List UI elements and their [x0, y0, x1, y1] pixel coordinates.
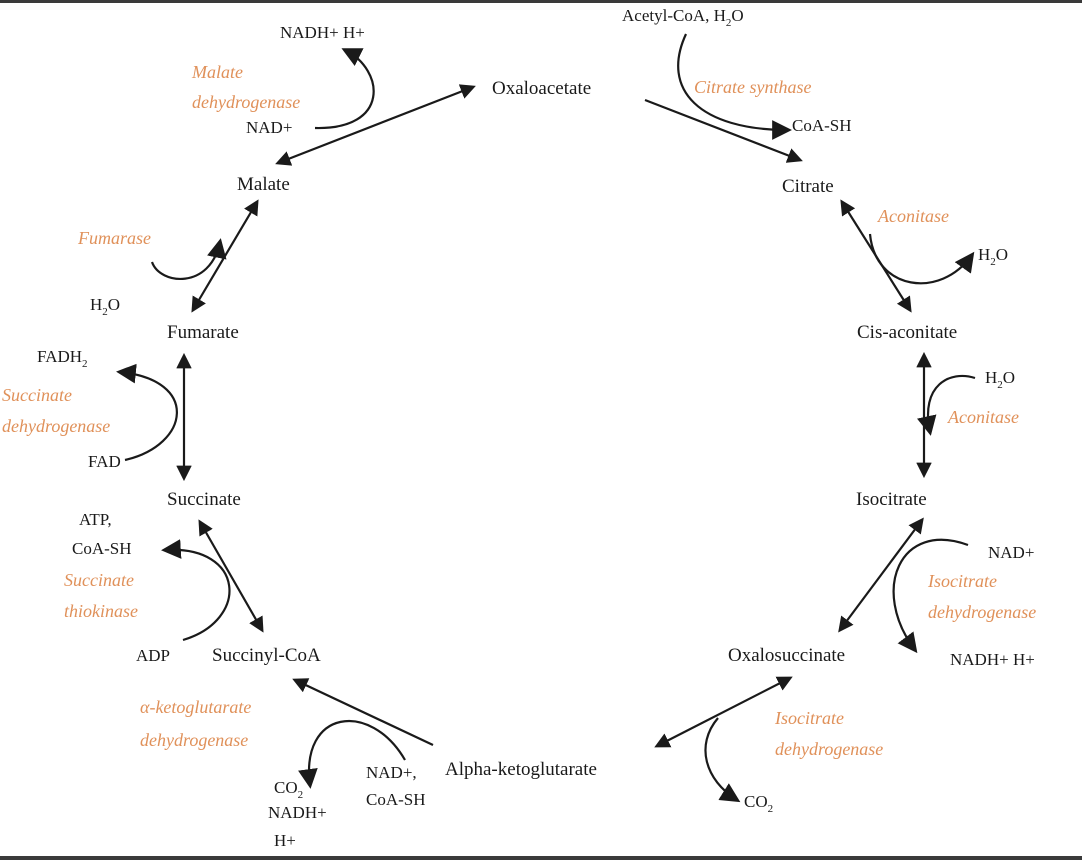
- h2o-fumarase-label: H2O: [90, 295, 120, 318]
- succinate-label: Succinate: [167, 489, 241, 510]
- top-border: [0, 0, 1082, 3]
- nadh-malate-label: NADH+ H+: [280, 23, 365, 42]
- succinate-dh-cofactor-arc: [116, 363, 178, 462]
- malate-label: Malate: [237, 174, 290, 195]
- nadh-isocitrate-label: NADH+ H+: [950, 650, 1035, 669]
- citrate-label: Citrate: [782, 176, 834, 197]
- aconitase1-water-arc: [868, 233, 975, 285]
- fumarase-water-arc: [150, 238, 227, 280]
- acetyl-coa-h2o-label: Acetyl-CoA, H2O: [622, 6, 744, 29]
- oxalosuccinate-co2-arc: [704, 717, 741, 803]
- h2o-aconitase2-label: H2O: [985, 368, 1015, 391]
- co2-akg-label: CO2: [274, 778, 303, 801]
- akg-dh-label-line2: dehydrogenase: [140, 730, 248, 750]
- succinate-thiokinase-cofactor-arc: [161, 539, 231, 642]
- fumarate-label: Fumarate: [167, 322, 239, 343]
- nad-akg-label-line2: CoA-SH: [366, 790, 426, 809]
- citrate-synthase-label: Citrate synthase: [694, 77, 812, 97]
- isocitrate-to-oxalosuccinate-arrow: [838, 517, 924, 633]
- aconitase-1-label: Aconitase: [877, 206, 949, 226]
- atp-label-line1: ATP,: [79, 510, 112, 529]
- alpha-ketoglutarate-label: Alpha-ketoglutarate: [445, 759, 597, 780]
- nad-malate-label: NAD+: [246, 118, 292, 137]
- citrate-synthase-cofactor-arc: [677, 33, 792, 140]
- oxaloacetate-label: Oxaloacetate: [492, 78, 591, 99]
- fad-label: FAD: [88, 452, 121, 471]
- coa-sh-citrate-label: CoA-SH: [792, 116, 852, 135]
- succinate-dh-label-line1: Succinate: [2, 385, 72, 405]
- oxaloacetate-to-citrate-arrow: [644, 98, 803, 163]
- isocitrate-label: Isocitrate: [856, 489, 927, 510]
- nad-isocitrate-label: NAD+: [988, 543, 1034, 562]
- succinate-thiokinase-label-line1: Succinate: [64, 570, 134, 590]
- succinyl-coa-label: Succinyl-CoA: [212, 645, 321, 666]
- fumarase-label: Fumarase: [77, 228, 151, 248]
- atp-label-line2: CoA-SH: [72, 539, 132, 558]
- nad-akg-label-line1: NAD+,: [366, 763, 417, 782]
- h2o-aconitase1-label: H2O: [978, 245, 1008, 268]
- isocitrate-dh-2-label-line2: dehydrogenase: [775, 739, 883, 759]
- nadh-akg-label-line1: NADH+: [268, 803, 327, 822]
- malate-dh-label-line2: dehydrogenase: [192, 92, 300, 112]
- nadh-akg-label-line2: H+: [274, 831, 296, 850]
- isocitrate-dh-1-label-line1: Isocitrate: [927, 571, 997, 591]
- bottom-border: [0, 856, 1082, 860]
- malate-dh-cofactor-arc: [314, 48, 375, 130]
- isocitrate-dh-1-label-line2: dehydrogenase: [928, 602, 1036, 622]
- oxalosuccinate-to-akg-arrow: [654, 676, 793, 748]
- aconitase-2-label: Aconitase: [947, 407, 1019, 427]
- malate-dh-label-line1: Malate: [191, 62, 243, 82]
- co2-oxalosuccinate-label: CO2: [744, 792, 773, 815]
- oxalosuccinate-label: Oxalosuccinate: [728, 645, 845, 666]
- akg-dh-cofactor-arc: [298, 720, 406, 789]
- malate-to-oxaloacetate-arrow: [275, 84, 476, 166]
- succinate-thiokinase-label-line2: thiokinase: [64, 601, 138, 621]
- fadh2-label: FADH2: [37, 347, 88, 370]
- succinylcoa-to-succinate-arrow: [198, 519, 264, 633]
- cis-aconitate-label: Cis-aconitate: [857, 322, 957, 343]
- akg-dh-label-line1: α-ketoglutarate: [140, 697, 251, 717]
- isocitrate-dh-2-label-line1: Isocitrate: [774, 708, 844, 728]
- isocitrate-dh-cofactor-arc: [892, 538, 969, 654]
- succinate-dh-label-line2: dehydrogenase: [2, 416, 110, 436]
- adp-label: ADP: [136, 646, 170, 665]
- fumarate-to-malate-arrow: [191, 199, 259, 313]
- aconitase2-water-arc: [917, 374, 976, 436]
- akg-to-succinylcoa-arrow: [292, 678, 434, 746]
